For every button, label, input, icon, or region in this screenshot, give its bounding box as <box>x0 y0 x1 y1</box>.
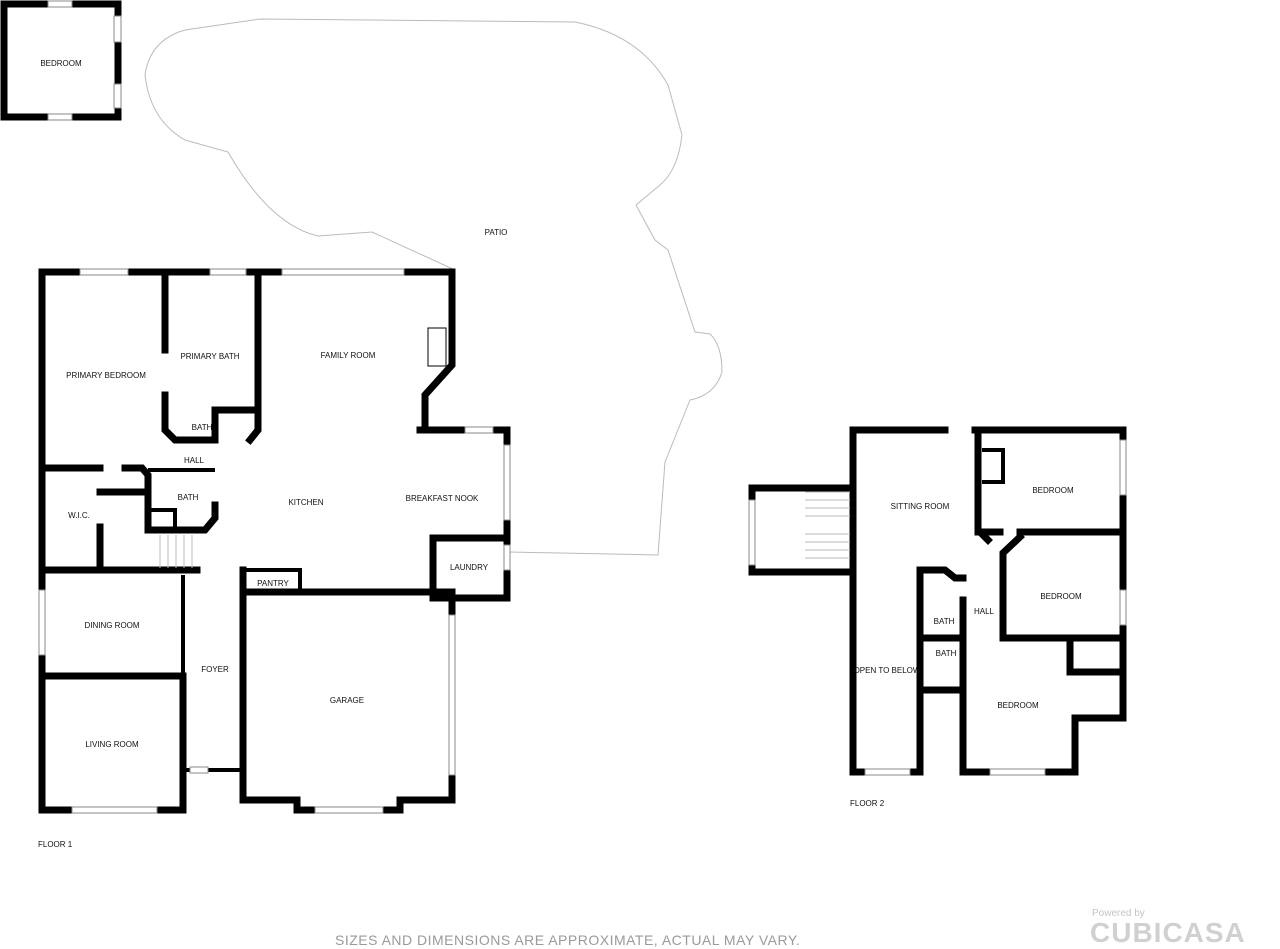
room-label: BATH <box>936 649 957 658</box>
room-label: DINING ROOM <box>84 621 139 630</box>
room-label: LAUNDRY <box>450 563 489 572</box>
powered-by: Powered by <box>1092 908 1145 919</box>
room-label: PATIO <box>485 228 508 237</box>
patio-outline <box>144 18 723 556</box>
room-label: BATH <box>192 423 213 432</box>
floor2-walls <box>748 426 1127 776</box>
room-label: BEDROOM <box>1040 592 1082 601</box>
room-label: W.I.C. <box>68 511 90 520</box>
room-label: FOYER <box>201 665 229 674</box>
room-label: OPEN TO BELOW <box>854 666 921 675</box>
room-label: HALL <box>974 607 995 616</box>
room-label: BEDROOM <box>997 701 1039 710</box>
room-label: BATH <box>178 493 199 502</box>
room-label: FAMILY ROOM <box>321 351 376 360</box>
room-label: SITTING ROOM <box>891 502 950 511</box>
room-label: BEDROOM <box>40 59 82 68</box>
disclaimer: SIZES AND DIMENSIONS ARE APPROXIMATE, AC… <box>335 932 801 948</box>
room-label: HALL <box>184 456 205 465</box>
detached-bedroom-walls <box>0 0 122 121</box>
floor-label: FLOOR 2 <box>850 799 885 808</box>
room-label: BREAKFAST NOOK <box>406 494 479 503</box>
room-label: PRIMARY BEDROOM <box>66 371 146 380</box>
room-label: GARAGE <box>330 696 364 705</box>
floor1-walls <box>38 268 511 814</box>
room-label: PRIMARY BATH <box>180 352 239 361</box>
room-label: BEDROOM <box>1032 486 1074 495</box>
floor-label: FLOOR 1 <box>38 840 73 849</box>
room-label: KITCHEN <box>288 498 323 507</box>
room-label: PANTRY <box>257 579 289 588</box>
room-label: LIVING ROOM <box>85 740 139 749</box>
room-label: BATH <box>934 617 955 626</box>
brand-logo: CUBICASA <box>1090 917 1246 948</box>
